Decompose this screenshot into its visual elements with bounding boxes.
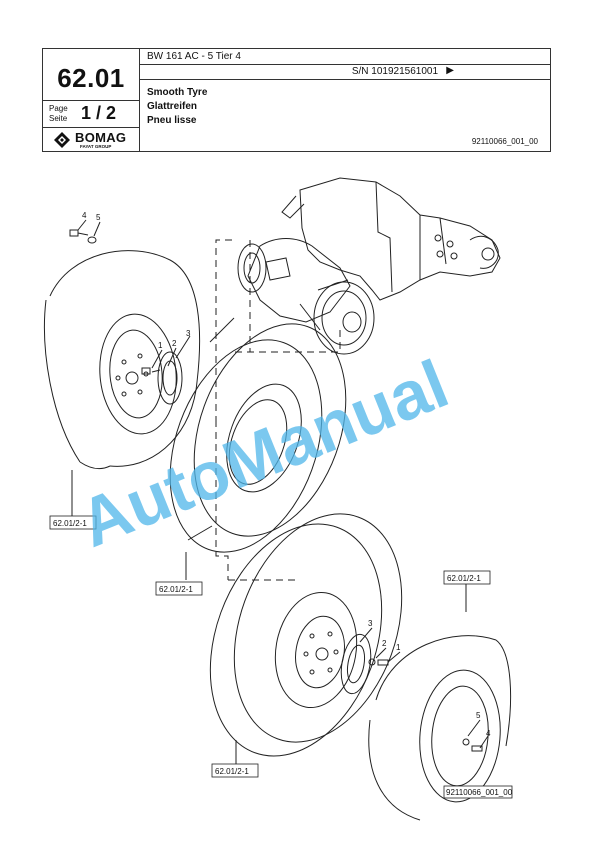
watermark-text: AutoManual	[69, 346, 458, 562]
document-number: 92110066_001_00	[471, 137, 538, 146]
tyre-middle	[169, 317, 347, 553]
item-number: 5	[96, 213, 101, 222]
reference-box: 62.01/2-1	[443, 570, 491, 585]
leader-lines	[71, 219, 489, 764]
divider	[139, 79, 550, 80]
tyre-right-bottom	[368, 635, 512, 821]
reference-label: 62.01/2-1	[159, 585, 193, 594]
seite-label: Seite	[49, 114, 68, 123]
drawing-id-box: 92110066_001_00	[443, 785, 513, 799]
item-number: 3	[186, 329, 191, 338]
serial-number: S/N 101921561001	[351, 66, 438, 77]
title-english: Smooth Tyre	[147, 87, 208, 98]
logo-wordmark: BOMAG	[75, 130, 127, 145]
item-number: 3	[368, 619, 373, 628]
page-number: 1 / 2	[81, 103, 117, 123]
machine-model: BW 161 AC - 5 Tier 4	[147, 51, 241, 62]
divider	[139, 64, 550, 65]
title-french: Pneu lisse	[147, 115, 197, 126]
item-number: 4	[486, 729, 491, 738]
reference-box: 62.01/2-1	[211, 763, 259, 778]
tyre-left-top	[44, 250, 201, 470]
item-number: 4	[82, 211, 87, 220]
drawing-id: 92110066_001_00	[446, 788, 513, 797]
divider	[43, 127, 139, 128]
reference-label: 62.01/2-1	[215, 767, 249, 776]
alignment-lines	[215, 239, 341, 581]
item-number: 2	[382, 639, 387, 648]
page-label: Page	[49, 104, 68, 113]
group-number: 62.01	[57, 63, 125, 93]
reference-box: 62.01/2-1	[49, 515, 97, 530]
serial-arrow-icon: ▶	[446, 65, 454, 76]
divider	[139, 49, 140, 151]
tyre-bottom	[209, 513, 403, 757]
bomag-logo: BOMAG FAYAT GROUP	[51, 130, 135, 150]
diamond-logo-icon	[54, 132, 70, 148]
axle-frame-assembly	[237, 177, 501, 355]
title-german: Glattreifen	[147, 101, 198, 112]
header-block: 62.01 Page Seite 1 / 2 BOMAG FAYAT GROUP…	[42, 48, 551, 152]
item-number: 2	[172, 339, 177, 348]
bolt-washer-top	[69, 229, 97, 244]
reference-label: 62.01/2-1	[53, 519, 87, 528]
item-number: 1	[158, 341, 163, 350]
logo-subtext: FAYAT GROUP	[80, 144, 112, 149]
reference-label: 62.01/2-1	[447, 574, 481, 583]
divider	[43, 100, 139, 101]
reference-box: 62.01/2-1	[155, 581, 203, 596]
item-number: 5	[476, 711, 481, 720]
item-number: 1	[396, 643, 401, 652]
